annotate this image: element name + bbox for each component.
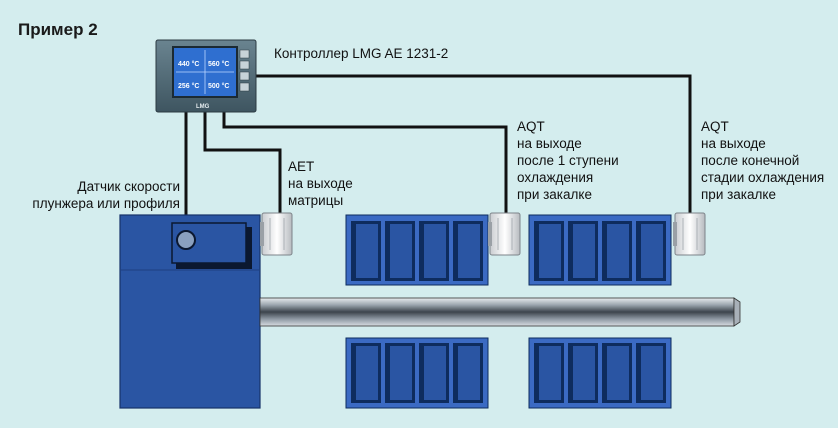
aqt1-line-1: AQT: [517, 119, 545, 134]
cooler-top-1: [345, 214, 489, 286]
aqt2-line-1: AQT: [701, 119, 729, 134]
extrusion-rail: [259, 297, 741, 327]
controller-logo: LMG: [196, 104, 210, 110]
cable-aqt1: [222, 112, 508, 213]
aet-label: AET на выходе матрицы: [288, 158, 353, 209]
reading-2: 560 °C: [208, 60, 229, 68]
aqt2-line-5: при закалке: [701, 187, 776, 202]
controller-device: 440 °C 560 °C 256 °C 500 °C LMG: [155, 39, 257, 113]
controller-key-2[interactable]: [239, 60, 250, 70]
controller-key-1[interactable]: [239, 49, 250, 59]
page-title: Пример 2: [18, 20, 98, 39]
controller-key-3[interactable]: [239, 71, 250, 81]
aqt1-label: AQT на выходе после 1 ступени охлаждения…: [517, 118, 619, 203]
sensor-aqt1: [488, 212, 521, 256]
speed-sensor-line-2: плунжера или профиля: [32, 196, 180, 211]
speed-sensor-line-1: Датчик скорости: [77, 179, 180, 194]
reading-1: 440 °C: [178, 60, 199, 68]
aqt1-line-3: после 1 ступени: [517, 153, 619, 168]
sensor-aet: [260, 212, 293, 256]
sensor-aqt2: [673, 212, 706, 256]
reading-4: 500 °C: [208, 82, 229, 90]
aqt2-label: AQT на выходе после конечной стадии охла…: [701, 118, 824, 203]
speed-sensor-disc: [176, 230, 196, 250]
aqt1-line-2: на выходе: [517, 136, 582, 151]
press-block: [119, 214, 261, 409]
aqt2-line-3: после конечной: [701, 153, 800, 168]
cooler-bottom-2: [528, 337, 672, 409]
cooler-bottom-1: [345, 337, 489, 409]
speed-sensor-label: Датчик скорости плунжера или профиля: [18, 178, 180, 212]
controller-key-4[interactable]: [239, 82, 250, 92]
aqt1-line-5: при закалке: [517, 187, 592, 202]
aqt2-line-2: на выходе: [701, 136, 766, 151]
cable-aqt2: [255, 74, 692, 213]
cooler-top-2: [528, 214, 672, 286]
aet-line-1: AET: [288, 159, 315, 174]
aqt1-line-4: охлаждения: [517, 170, 594, 185]
reading-3: 256 °C: [178, 82, 199, 90]
cable-aet: [203, 112, 282, 215]
aet-line-3: матрицы: [288, 193, 344, 208]
aqt2-line-4: стадии охлаждения: [701, 170, 825, 185]
aet-line-2: на выходе: [288, 176, 353, 191]
controller-label: Контроллер LMG AE 1231-2: [274, 46, 449, 61]
